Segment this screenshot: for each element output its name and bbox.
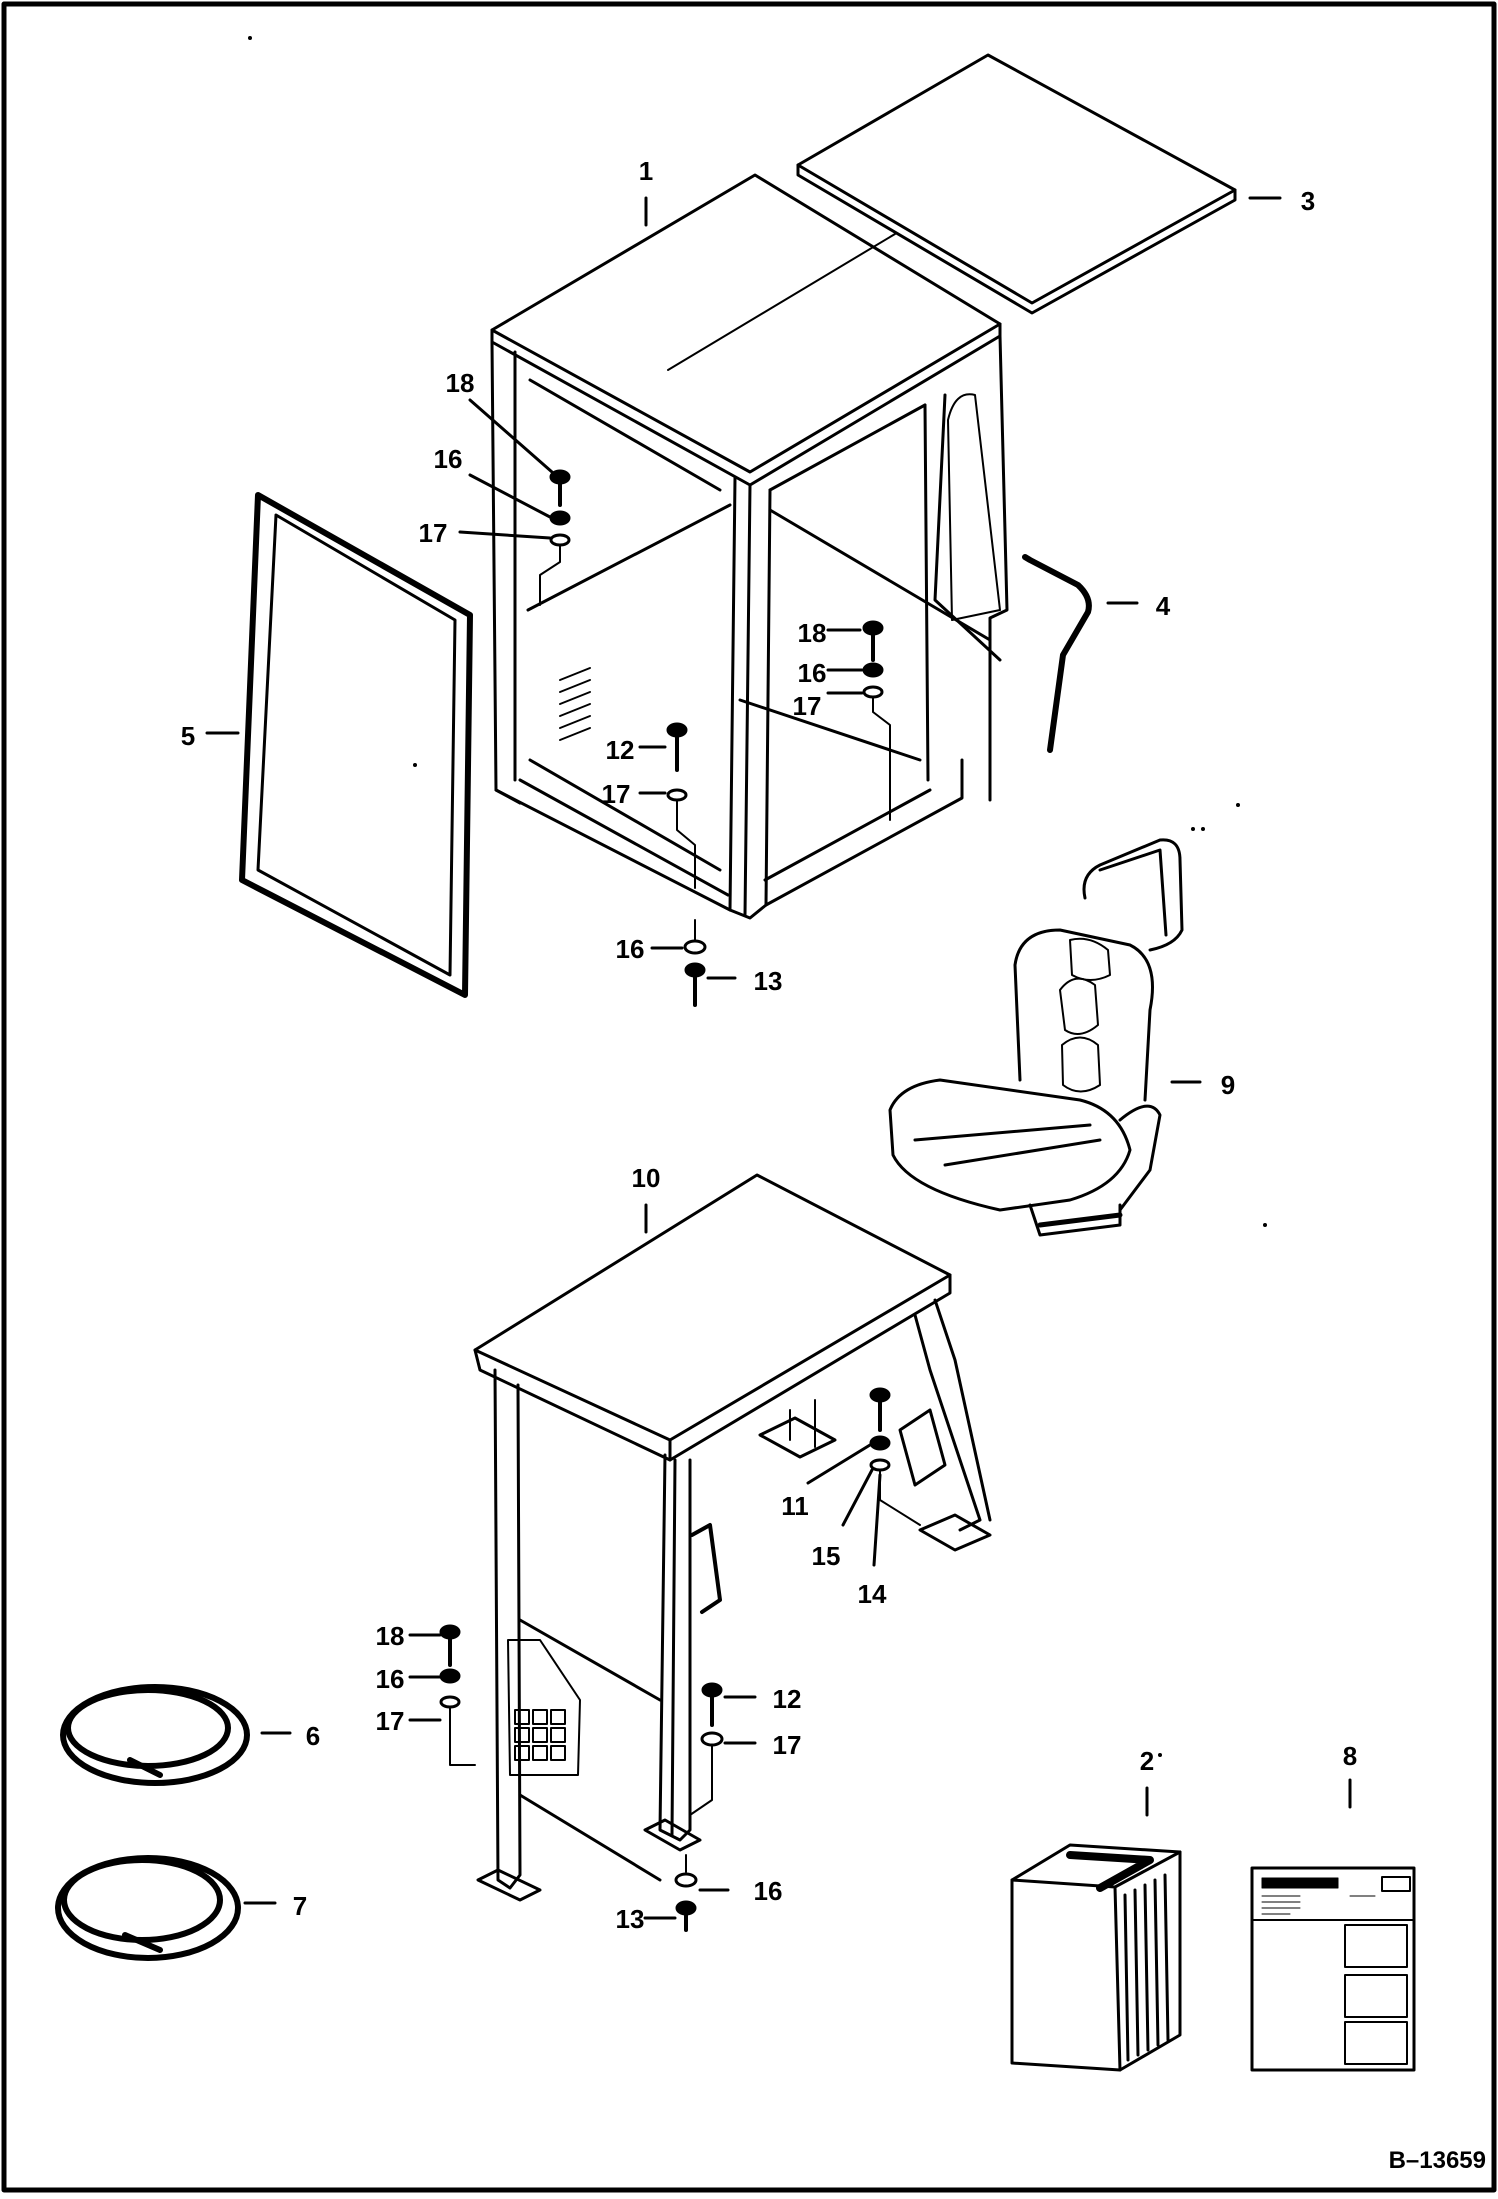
roof-panel	[796, 53, 1237, 315]
callout-16-cab-right: 16	[798, 658, 827, 688]
callout-16-canopy-bottom: 16	[754, 1876, 783, 1906]
callout-17-cab-right: 17	[793, 691, 822, 721]
drawing-number: B–13659	[1389, 2147, 1486, 2174]
operators-manual	[1010, 1843, 1182, 2072]
callout-16-cab-left: 16	[434, 444, 463, 474]
callout-12-cab: 12	[606, 735, 635, 765]
callout-13-cab-bottom: 13	[754, 966, 783, 996]
seal-coil-7	[55, 1855, 241, 1961]
callout-17-canopy-right: 17	[773, 1730, 802, 1760]
callout-16-canopy-left: 16	[376, 1664, 405, 1694]
seal-coil-6	[60, 1684, 250, 1786]
trim-strip	[1022, 554, 1092, 753]
callout-3: 3	[1301, 186, 1315, 216]
callout-2: 2	[1140, 1746, 1154, 1776]
callout-13-canopy-bottom: 13	[616, 1904, 645, 1934]
callout-17-cab-mid: 17	[602, 779, 631, 809]
callout-18-cab-left: 18	[446, 368, 475, 398]
callout-18-cab-right: 18	[798, 618, 827, 648]
leader-lines	[205, 196, 1352, 1920]
callout-12-canopy: 12	[773, 1684, 802, 1714]
callout-4: 4	[1156, 591, 1171, 621]
callout-6: 6	[306, 1721, 320, 1751]
callout-17-canopy-left: 17	[376, 1706, 405, 1736]
callout-8: 8	[1343, 1741, 1357, 1771]
hardware-stacks	[439, 469, 921, 1932]
callout-9: 9	[1221, 1070, 1235, 1100]
operator-seat	[888, 838, 1184, 1237]
callout-1: 1	[639, 156, 653, 186]
callout-15: 15	[812, 1541, 841, 1571]
callout-7: 7	[293, 1891, 307, 1921]
callout-17-cab-left: 17	[419, 518, 448, 548]
callout-labels: 1 3 4 5 9 10 6 7 2 8 18 16 17 18 16 17 1…	[181, 156, 1357, 1934]
callout-16-cab-bottom: 16	[616, 934, 645, 964]
callout-11: 11	[781, 1491, 809, 1521]
scan-specks	[248, 36, 1267, 1757]
callout-5: 5	[181, 721, 195, 751]
callout-14: 14	[858, 1579, 887, 1609]
callout-10: 10	[632, 1163, 661, 1193]
canopy-assembly	[473, 1173, 992, 1902]
cab-assembly	[490, 173, 1009, 920]
callout-18-canopy: 18	[376, 1621, 405, 1651]
instruction-decal	[1250, 1866, 1416, 2072]
window-seal	[239, 492, 473, 998]
